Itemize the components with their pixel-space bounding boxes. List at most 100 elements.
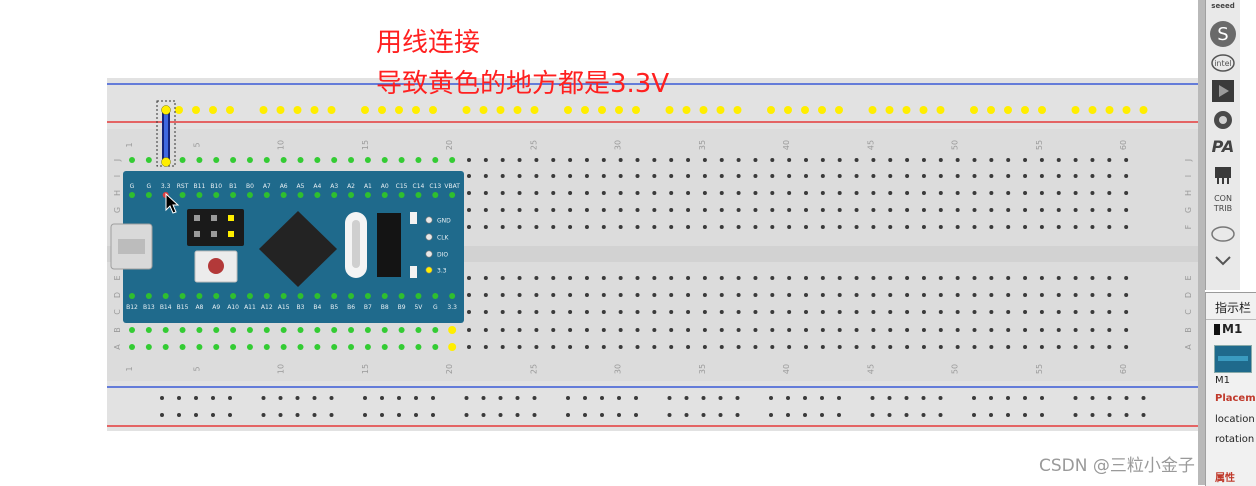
breadboard-hole[interactable]: [652, 345, 657, 349]
power-rail-hole[interactable]: [295, 413, 300, 417]
breadboard-hole[interactable]: [820, 345, 825, 349]
power-rail-hole[interactable]: [718, 396, 723, 400]
power-rail-hole-highlighted[interactable]: [462, 106, 471, 114]
breadboard-hole[interactable]: [753, 174, 758, 178]
breadboard-hole[interactable]: [871, 345, 876, 349]
breadboard-hole[interactable]: [955, 174, 960, 178]
breadboard-hole[interactable]: [652, 276, 657, 280]
breadboard-hole[interactable]: [686, 225, 691, 229]
module-pin[interactable]: [196, 293, 203, 299]
power-rail-hole[interactable]: [278, 396, 283, 400]
breadboard-hole[interactable]: [719, 328, 724, 332]
power-rail-hole[interactable]: [431, 413, 435, 417]
power-rail-hole[interactable]: [160, 413, 164, 417]
breadboard-hole[interactable]: [1006, 276, 1011, 280]
breadboard-hole[interactable]: [467, 225, 471, 229]
breadboard-hole[interactable]: [837, 345, 842, 349]
breadboard-hole[interactable]: [921, 208, 926, 212]
breadboard-hole[interactable]: [921, 276, 926, 280]
breadboard-hole[interactable]: [601, 158, 606, 162]
breadboard-hole[interactable]: [618, 208, 623, 212]
breadboard-hole[interactable]: [1023, 310, 1028, 314]
breadboard-hole[interactable]: [584, 328, 589, 332]
breadboard-hole[interactable]: [1039, 158, 1044, 162]
breadboard-hole[interactable]: [297, 327, 304, 333]
breadboard-hole[interactable]: [921, 191, 926, 195]
breadboard-hole[interactable]: [820, 293, 825, 297]
power-rail-hole[interactable]: [684, 413, 689, 417]
breadboard-hole[interactable]: [972, 328, 977, 332]
breadboard-hole[interactable]: [787, 191, 792, 195]
power-rail-hole-highlighted[interactable]: [1004, 106, 1012, 114]
module-pin[interactable]: [331, 293, 338, 299]
power-rail-hole-highlighted[interactable]: [479, 106, 488, 114]
module-pin[interactable]: [348, 192, 355, 198]
module-pin[interactable]: [364, 192, 371, 198]
module-pin[interactable]: [246, 293, 253, 299]
breadboard-hole[interactable]: [921, 328, 926, 332]
breadboard-hole[interactable]: [955, 191, 960, 195]
breadboard-hole[interactable]: [551, 293, 556, 297]
breadboard-hole[interactable]: [753, 310, 758, 314]
breadboard-hole[interactable]: [314, 327, 321, 333]
power-rail-hole-highlighted[interactable]: [936, 106, 945, 114]
breadboard-hole[interactable]: [702, 225, 707, 229]
power-rail-hole-highlighted[interactable]: [327, 106, 336, 114]
breadboard-hole[interactable]: [1090, 345, 1095, 349]
breadboard-hole[interactable]: [449, 157, 456, 163]
power-rail-hole[interactable]: [837, 396, 841, 400]
breadboard-hole[interactable]: [719, 191, 724, 195]
breadboard-hole[interactable]: [500, 208, 505, 212]
breadboard-hole[interactable]: [955, 158, 960, 162]
breadboard-hole[interactable]: [787, 293, 792, 297]
breadboard-hole[interactable]: [753, 328, 758, 332]
breadboard-hole[interactable]: [905, 328, 910, 332]
breadboard-hole[interactable]: [517, 208, 522, 212]
module-pin[interactable]: [129, 192, 135, 198]
breadboard-hole[interactable]: [1023, 225, 1028, 229]
breadboard-hole[interactable]: [348, 327, 355, 333]
breadboard-hole[interactable]: [888, 174, 893, 178]
power-rail-hole-highlighted[interactable]: [310, 106, 319, 114]
breadboard-hole[interactable]: [415, 327, 422, 333]
boot-jumper-pin[interactable]: [194, 231, 200, 237]
module-pin[interactable]: [348, 293, 355, 299]
breadboard-hole[interactable]: [534, 310, 539, 314]
breadboard-hole[interactable]: [517, 191, 522, 195]
power-rail-hole[interactable]: [803, 413, 807, 417]
breadboard-hole[interactable]: [753, 293, 758, 297]
power-rail-hole[interactable]: [312, 396, 317, 400]
breadboard-hole[interactable]: [686, 328, 691, 332]
breadboard-hole[interactable]: [871, 174, 876, 178]
breadboard-hole[interactable]: [989, 208, 994, 212]
module-pin[interactable]: [297, 293, 304, 299]
breadboard-hole[interactable]: [854, 276, 859, 280]
breadboard-hole[interactable]: [348, 157, 355, 163]
breadboard-hole[interactable]: [938, 276, 943, 280]
breadboard-hole[interactable]: [787, 276, 792, 280]
module-pin[interactable]: [246, 192, 253, 198]
breadboard-hole[interactable]: [568, 174, 573, 178]
breadboard-hole[interactable]: [871, 158, 876, 162]
power-rail-hole[interactable]: [735, 396, 740, 400]
breadboard-hole[interactable]: [145, 344, 152, 350]
power-rail-hole-highlighted[interactable]: [615, 106, 623, 114]
breadboard-hole[interactable]: [230, 344, 237, 350]
breadboard-hole[interactable]: [1039, 208, 1044, 212]
breadboard-hole[interactable]: [1124, 174, 1129, 178]
breadboard-hole[interactable]: [938, 158, 943, 162]
breadboard-hole[interactable]: [955, 208, 960, 212]
breadboard-hole[interactable]: [770, 225, 775, 229]
breadboard-hole[interactable]: [753, 208, 758, 212]
breadboard-hole[interactable]: [736, 328, 741, 332]
power-rail-hole[interactable]: [261, 396, 266, 400]
breadboard-hole[interactable]: [635, 293, 640, 297]
power-rail-hole[interactable]: [464, 396, 469, 400]
power-rail-hole[interactable]: [160, 396, 164, 400]
chip-icon[interactable]: [1209, 164, 1237, 186]
breadboard-hole[interactable]: [1056, 328, 1061, 332]
power-rail-hole[interactable]: [701, 396, 706, 400]
breadboard-hole[interactable]: [921, 345, 926, 349]
breadboard-hole[interactable]: [618, 345, 623, 349]
breadboard-hole[interactable]: [500, 174, 505, 178]
